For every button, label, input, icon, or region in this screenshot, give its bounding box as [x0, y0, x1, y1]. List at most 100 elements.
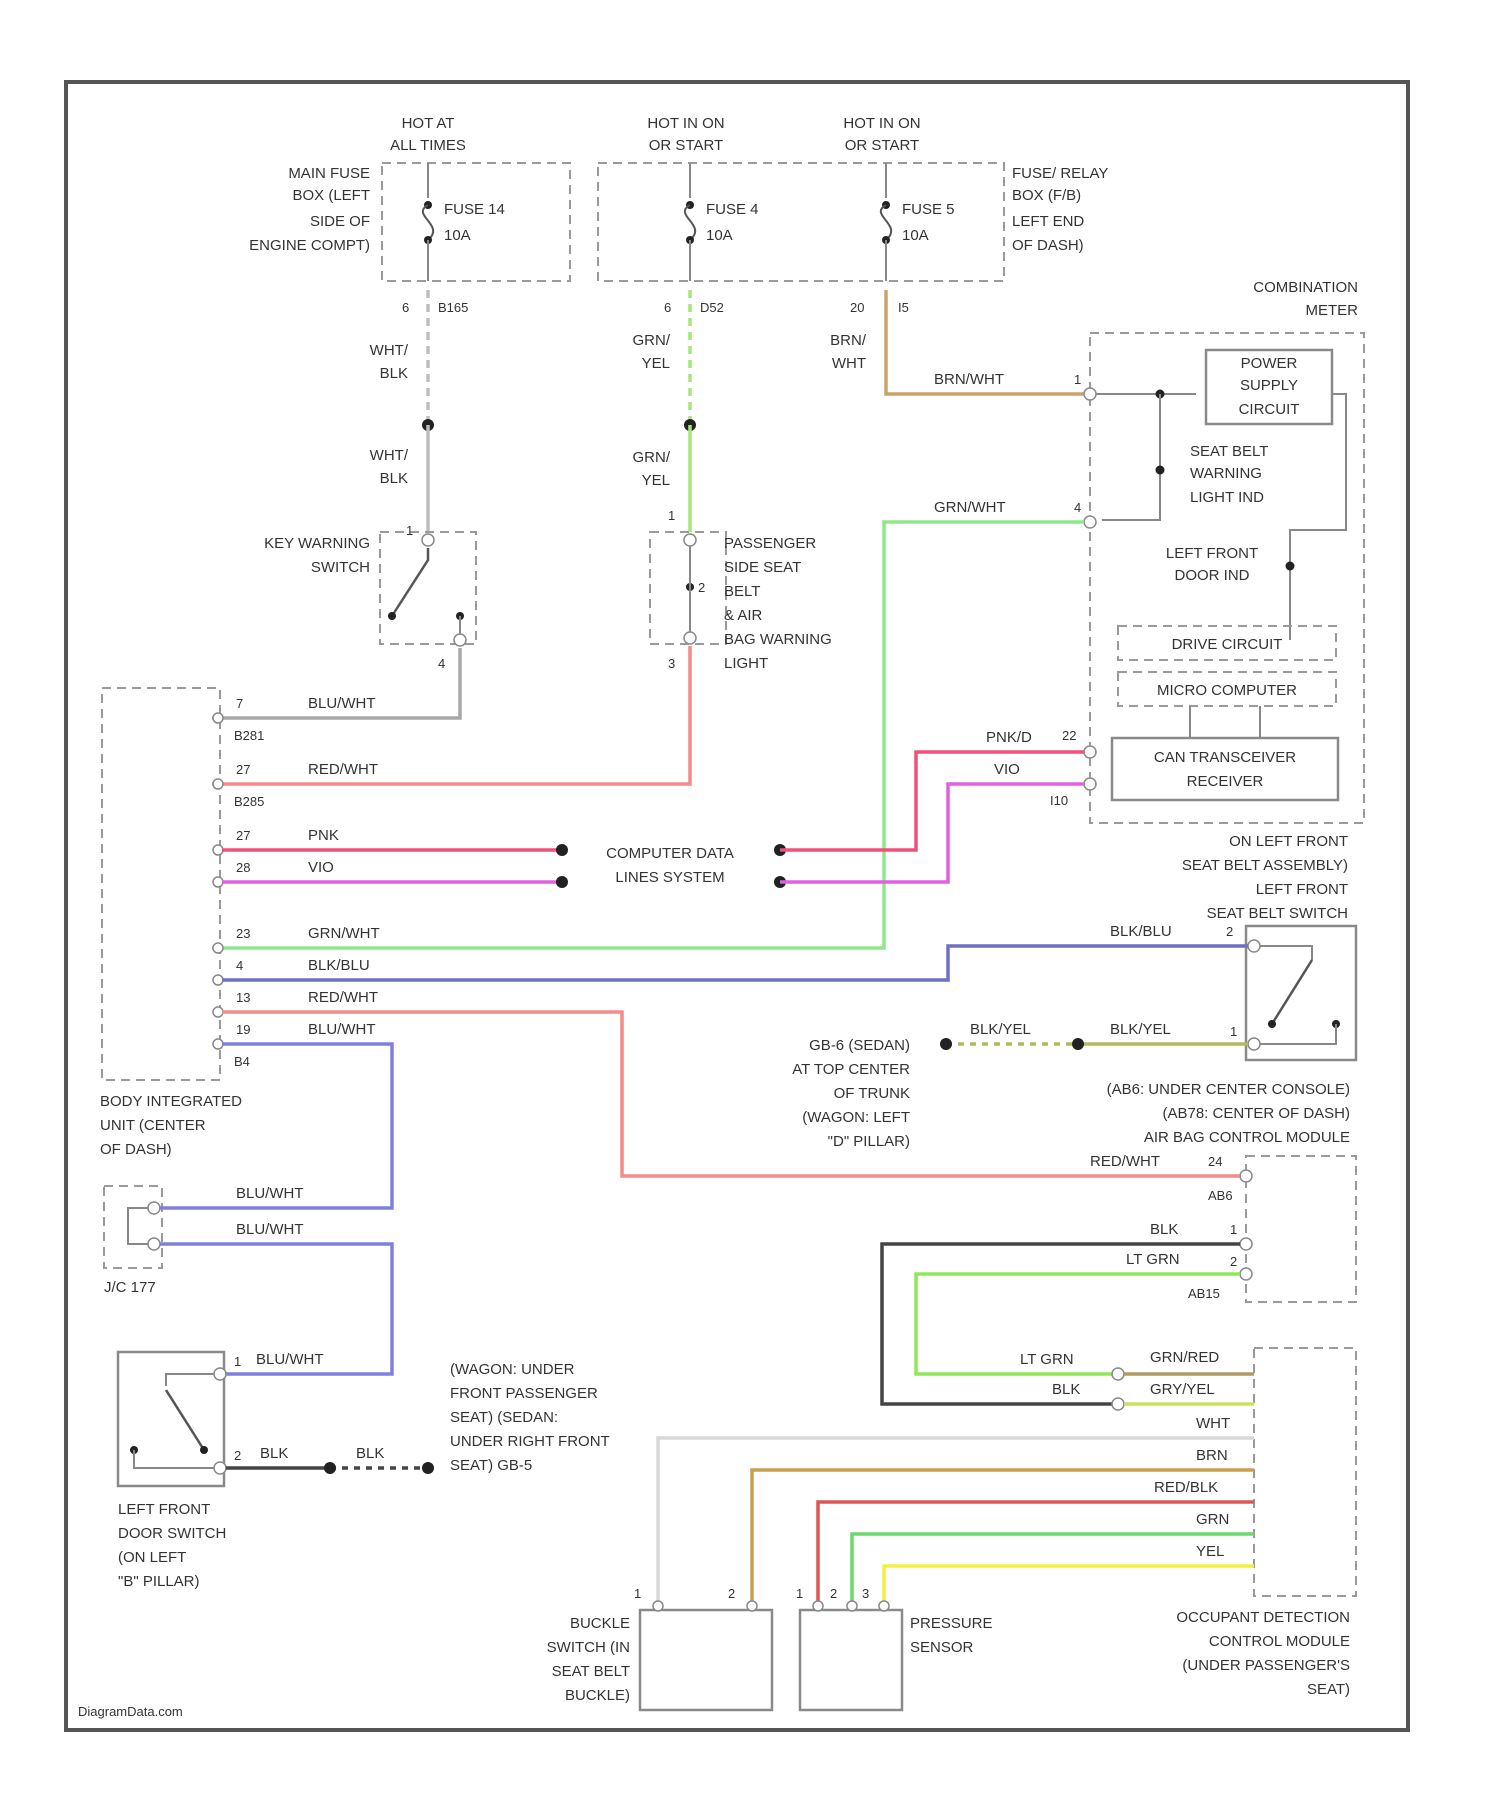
wire-label-wht-blk: WHT/ [370, 342, 409, 359]
body-pin: 19 [236, 1022, 250, 1037]
wire-label-lt-grn: LT GRN [1126, 1251, 1180, 1268]
can-transceiver-label: CAN TRANSCEIVER [1154, 749, 1296, 766]
wire-label-brn-wht: BRN/ [830, 332, 867, 349]
wire-label-yel: YEL [1196, 1543, 1224, 1560]
drive-circuit-label: DRIVE CIRCUIT [1172, 636, 1283, 653]
meter-pin-4: 4 [1074, 500, 1081, 515]
buckle-switch-label: SWITCH (IN [547, 1639, 630, 1656]
computer-data-label: COMPUTER DATA [606, 845, 734, 862]
left-front-door-label: LEFT FRONT [1166, 545, 1258, 562]
wire-label-brn: BRN [1196, 1447, 1228, 1464]
body-conn-b4: B4 [234, 1054, 250, 1069]
wire-label-blu-wht-body: BLU/WHT [308, 1021, 376, 1038]
ground-trunk-label: GB-6 (SEDAN) [809, 1037, 910, 1054]
fuse-relay-box-label: BOX (F/B) [1012, 187, 1081, 204]
fuse-5-name: FUSE 5 [902, 201, 955, 218]
computer-data-label: LINES SYSTEM [615, 869, 724, 886]
main-fuse-box-label: MAIN FUSE [288, 165, 370, 182]
wire-label-gry-yel: GRY/YEL [1150, 1381, 1215, 1398]
airbag-pin-1: 1 [1230, 1222, 1237, 1237]
airbag-conn-ab15: AB15 [1188, 1286, 1220, 1301]
wire-label-wht: WHT [1196, 1415, 1230, 1432]
ground-trunk-label: AT TOP CENTER [792, 1061, 910, 1078]
body-pin: 23 [236, 926, 250, 941]
key-warning-switch-label: SWITCH [311, 559, 370, 576]
passenger-indicator-label: LIGHT [724, 655, 768, 672]
ground-seat-label: (WAGON: UNDER [450, 1361, 575, 1378]
wire-label-blk-yel: BLK/YEL [970, 1021, 1031, 1038]
wire-label-blu-wht-door: BLU/WHT [256, 1351, 324, 1368]
wire-label-wht-blk: BLK [380, 365, 408, 382]
svg-text:2: 2 [1226, 924, 1233, 939]
seat-belt-switch-label: ON LEFT FRONT [1229, 833, 1348, 850]
ground-seat-label: UNDER RIGHT FRONT [450, 1433, 610, 1450]
can-transceiver [1112, 738, 1338, 800]
buckle-switch-label: BUCKLE [570, 1615, 630, 1632]
ground-seat-label: SEAT) GB-5 [450, 1457, 532, 1474]
wire-label-lt-grn-occ: LT GRN [1020, 1351, 1074, 1368]
seat-belt-warning-label: SEAT BELT [1190, 443, 1268, 460]
micro-computer-label: MICRO COMPUTER [1157, 682, 1297, 699]
airbag-pin-24: 24 [1208, 1154, 1222, 1169]
combination-meter-title: METER [1306, 302, 1359, 319]
wire-label-blu-wht-jc: BLU/WHT [236, 1185, 304, 1202]
wire-label-vio: VIO [308, 859, 334, 876]
hot-at-all-times-label: HOT AT [402, 115, 455, 132]
passenger-indicator-label: PASSENGER [724, 535, 816, 552]
body-unit-label: UNIT (CENTER [100, 1117, 206, 1134]
fuse-conn: B165 [438, 300, 468, 315]
buckle-switch-box [640, 1610, 772, 1710]
hot-at-all-times-label-2: ALL TIMES [390, 137, 466, 154]
body-conn-b281: B281 [234, 728, 264, 743]
airbag-module-label: (AB78: CENTER OF DASH) [1162, 1105, 1350, 1122]
hot-in-on-label-1: HOT IN ON [647, 115, 724, 132]
passenger-indicator-label: & AIR [724, 607, 763, 624]
left-front-door-label: DOOR IND [1175, 567, 1250, 584]
body-unit-label: BODY INTEGRATED [100, 1093, 242, 1110]
pressure-sensor-label: SENSOR [910, 1639, 974, 1656]
fuse-14-name: FUSE 14 [444, 201, 505, 218]
wire-label-blk-door: BLK [260, 1445, 288, 1462]
door-switch-label: LEFT FRONT [118, 1501, 210, 1518]
ground-seat-label: SEAT) (SEDAN: [450, 1409, 558, 1426]
body-unit-label: OF DASH) [100, 1141, 172, 1158]
body-pin: 13 [236, 990, 250, 1005]
wire-label-grn-yel: GRN/ [633, 449, 671, 466]
jc-label: J/C 177 [104, 1279, 156, 1296]
main-fuse-box-label: ENGINE COMPT) [249, 237, 370, 254]
seat-belt-warning-label: LIGHT IND [1190, 489, 1264, 506]
occupant-module-label: OCCUPANT DETECTION [1176, 1609, 1350, 1626]
fuse-pin: 6 [664, 300, 671, 315]
fuse-conn: D52 [700, 300, 724, 315]
wire-label-grn-yel: YEL [642, 355, 670, 372]
wire-label-blk-blu: BLK/BLU [1110, 923, 1172, 940]
fuse-pin: 6 [402, 300, 409, 315]
main-fuse-box-label: SIDE OF [310, 213, 370, 230]
wire-label-brn-wht-full: BRN/WHT [934, 371, 1004, 388]
wire-label-blu-wht: BLU/WHT [308, 695, 376, 712]
hot-in-on-label-2: HOT IN ON [843, 115, 920, 132]
wire-label-blu-wht-jc: BLU/WHT [236, 1221, 304, 1238]
passenger-indicator-label: BELT [724, 583, 760, 600]
wire-label-pnk-d: PNK/D [986, 729, 1032, 746]
body-pin: 27 [236, 762, 250, 777]
fuse-5-amps: 10A [902, 227, 929, 244]
ground-trunk-label: "D" PILLAR) [828, 1133, 910, 1150]
pressure-sensor-label: PRESSURE [910, 1615, 993, 1632]
body-pin: 7 [236, 696, 243, 711]
wire-label-brn-wht: WHT [832, 355, 866, 372]
svg-text:4: 4 [438, 656, 445, 671]
wire-label-grn-wht: GRN/WHT [934, 499, 1006, 516]
passenger-indicator-label: SIDE SEAT [724, 559, 801, 576]
door-switch-label: DOOR SWITCH [118, 1525, 226, 1542]
hot-in-on-label-2b: OR START [845, 137, 919, 154]
wire-label-wht-blk: BLK [380, 470, 408, 487]
svg-text:3: 3 [668, 656, 675, 671]
combination-meter-title: COMBINATION [1253, 279, 1358, 296]
wire-label-red-wht-airbag: RED/WHT [1090, 1153, 1160, 1170]
wire-label-grn-wht-body: GRN/WHT [308, 925, 380, 942]
meter-conn-i10: I10 [1050, 793, 1068, 808]
fuse-relay-box-label: OF DASH) [1012, 237, 1084, 254]
passenger-indicator-label: BAG WARNING [724, 631, 832, 648]
